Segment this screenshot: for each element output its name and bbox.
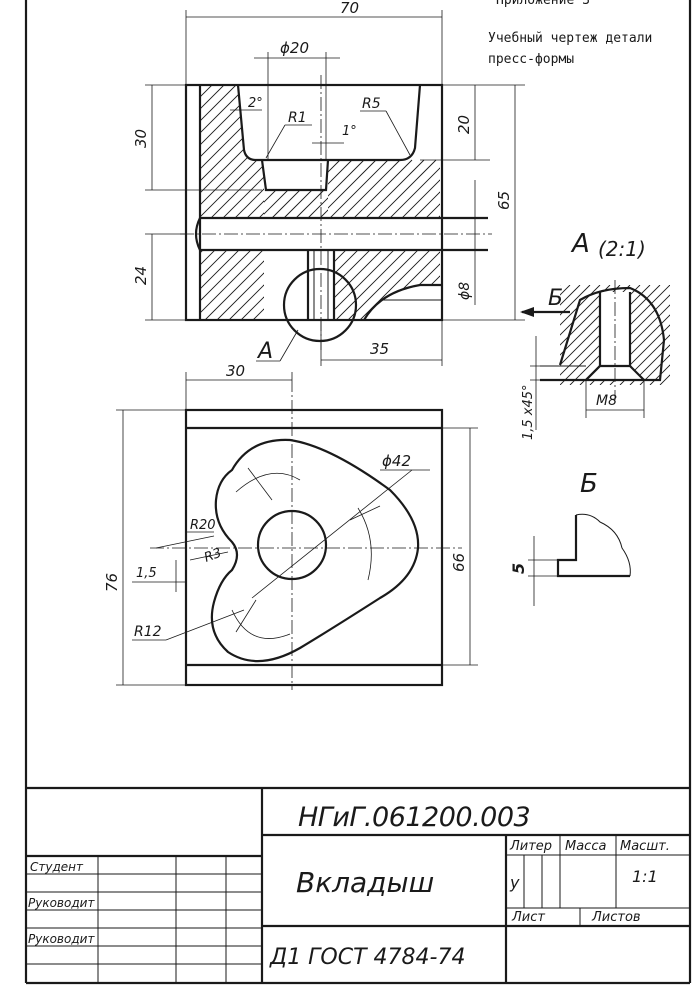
- col-scale: Масшт.: [620, 839, 670, 854]
- dim-m8-label: M8: [596, 393, 617, 409]
- hatch-mask: [262, 160, 328, 190]
- dim-20-label: 20: [455, 115, 473, 134]
- dim-30-vertical: 30: [132, 84, 262, 191]
- detail-a-scale: (2:1): [598, 237, 646, 261]
- view-b-arrow[interactable]: Б: [520, 286, 570, 317]
- dim-phi20: ϕ20: [254, 39, 340, 160]
- dim-phi20-label: ϕ20: [280, 39, 309, 57]
- dim-65-vertical: 65: [442, 84, 525, 321]
- hatch-mask: [238, 85, 420, 160]
- hatch-mask: [364, 285, 442, 320]
- col-mass: Масса: [565, 839, 606, 854]
- dim-r12-label: R12: [134, 624, 162, 640]
- material: Д1 ГОСТ 4784-74: [269, 945, 465, 970]
- dim-phi42-label: ϕ42: [382, 452, 411, 470]
- dim-top-70: 70: [185, 0, 443, 85]
- view-b-arrow-label: Б: [548, 286, 563, 311]
- plan-view: ϕ42 R20 R3 1,5 R12: [132, 378, 462, 690]
- dim-35: 35: [320, 320, 443, 366]
- row-student: Студент: [30, 860, 84, 874]
- col-litera: Литер: [509, 839, 552, 854]
- title-block: НГиГ.061200.003 Вкладыш Д1 ГОСТ 4784-74 …: [26, 786, 690, 983]
- dim-r1: R1: [288, 110, 307, 126]
- part-name: Вкладыш: [296, 866, 434, 899]
- dim-65-label: 65: [495, 191, 513, 210]
- detail-a-title: A: [570, 229, 590, 259]
- dim-angle-2: 2°: [248, 96, 263, 111]
- dim-plan-30-label: 30: [226, 362, 245, 380]
- dim-phi8-vertical: ϕ8: [457, 180, 476, 305]
- dim-30-label: 30: [132, 129, 150, 148]
- dim-r5: R5: [362, 96, 381, 112]
- dim-1-5-label: 1,5: [136, 566, 157, 581]
- dim-35-label: 35: [370, 340, 389, 358]
- view-b-detail: Б 5: [509, 469, 631, 606]
- dim-70-label: 70: [340, 0, 359, 17]
- dim-66-label: 66: [450, 553, 468, 572]
- sheet-frame: [24, 0, 692, 985]
- note-line-1: Учебный чертеж детали: [488, 31, 652, 46]
- row-supervisor-1: Руководит: [28, 896, 95, 910]
- dim-20-vertical: 20: [420, 84, 490, 161]
- litera-value: у: [509, 873, 520, 892]
- sheets-label: Листов: [591, 910, 641, 925]
- appendix-label: Приложение 3: [496, 0, 590, 8]
- front-section-view: [180, 75, 492, 350]
- detail-a-view: A (2:1) 1,5 x45° M8: [521, 229, 666, 440]
- dim-chamfer-label: 1,5 x45°: [521, 384, 536, 440]
- dim-24-vertical: 24: [132, 233, 186, 321]
- dim-76-label: 76: [103, 573, 121, 592]
- row-supervisor-2: Руководит: [28, 932, 95, 946]
- dim-24-label: 24: [132, 266, 150, 285]
- hatch-lines: [264, 190, 328, 219]
- dim-5-label: 5: [509, 563, 528, 574]
- dim-r3-label: R3: [202, 546, 223, 566]
- dim-76-vertical: 76: [103, 409, 186, 686]
- dim-angle-1: 1°: [342, 124, 357, 139]
- dim-plan-30: 30: [185, 362, 293, 410]
- dim-r20-label: R20: [190, 518, 216, 533]
- section-a-mark: A: [256, 339, 273, 364]
- view-b-title: Б: [580, 469, 598, 499]
- scale-value: 1:1: [632, 867, 658, 886]
- note-line-2: пресс-формы: [488, 52, 574, 67]
- designation: НГиГ.061200.003: [298, 802, 530, 833]
- dim-66-vertical: 66: [442, 427, 478, 666]
- sheet-label: Лист: [511, 910, 545, 925]
- dim-phi8-label: ϕ8: [457, 282, 473, 300]
